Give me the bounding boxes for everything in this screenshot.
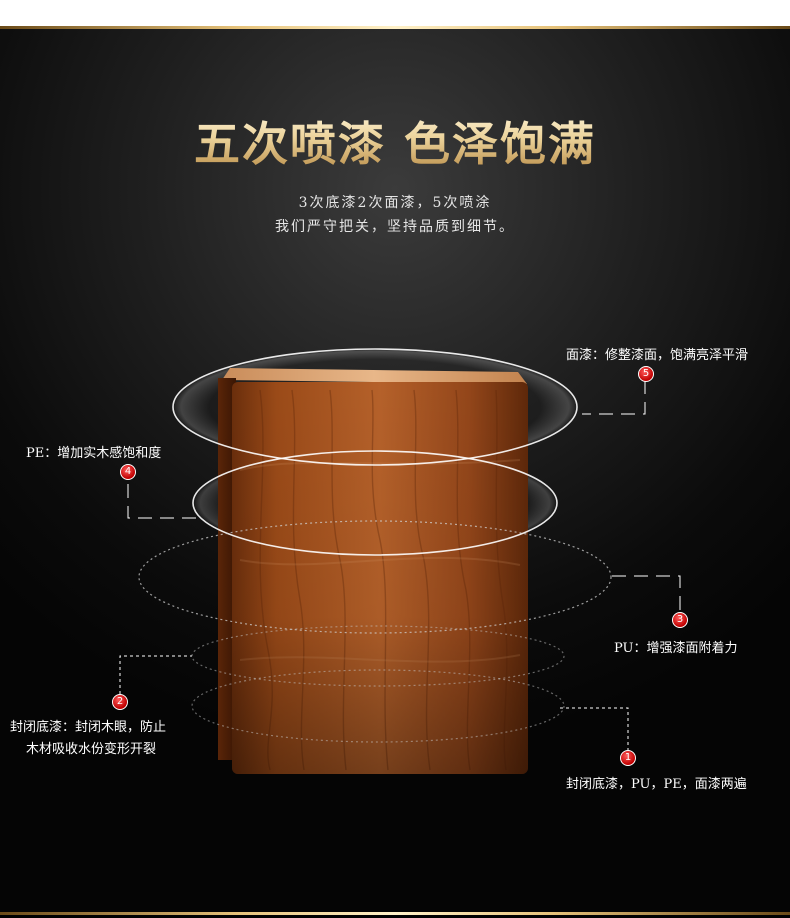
subtitle-line-1: 3次底漆2次面漆，5次喷涂 <box>298 195 492 211</box>
callout-2-label-line-2: 木材吸收水份变形开裂 <box>26 742 157 757</box>
callout-1-label: 封闭底漆，PU，PE，面漆两遍 <box>566 777 747 792</box>
bottom-gold-border <box>0 912 790 915</box>
headline: 五次喷漆 色泽饱满 <box>0 108 790 174</box>
callout-1-badge: 1 <box>620 750 636 766</box>
subtitle-line-2: 我们严守把关，坚持品质到细节。 <box>275 219 515 235</box>
top-gold-border <box>0 26 790 29</box>
callout-2-label-line-1: 封闭底漆：封闭木眼，防止 <box>10 720 167 735</box>
leader-line-5 <box>582 380 646 415</box>
callout-4-label: PE：增加实木感饱和度 <box>26 446 162 461</box>
callout-4-badge: 4 <box>120 464 136 480</box>
callout-3-badge: 3 <box>672 612 688 628</box>
leader-line-2 <box>119 655 192 694</box>
top-white-strip <box>0 0 790 26</box>
callout-2-badge: 2 <box>112 694 128 710</box>
leader-line-3 <box>612 575 681 612</box>
callout-5-badge: 5 <box>638 366 654 382</box>
wood-block <box>218 368 528 774</box>
leader-line-1 <box>560 707 629 750</box>
callout-5-label: 面漆：修整漆面，饱满亮泽平滑 <box>566 348 749 363</box>
leader-line-4 <box>127 484 200 519</box>
ring-4 <box>192 450 558 556</box>
ring-3 <box>138 520 612 634</box>
ring-5 <box>172 348 578 466</box>
ring-1 <box>191 669 565 743</box>
callout-3-label: PU：增强漆面附着力 <box>614 641 738 656</box>
